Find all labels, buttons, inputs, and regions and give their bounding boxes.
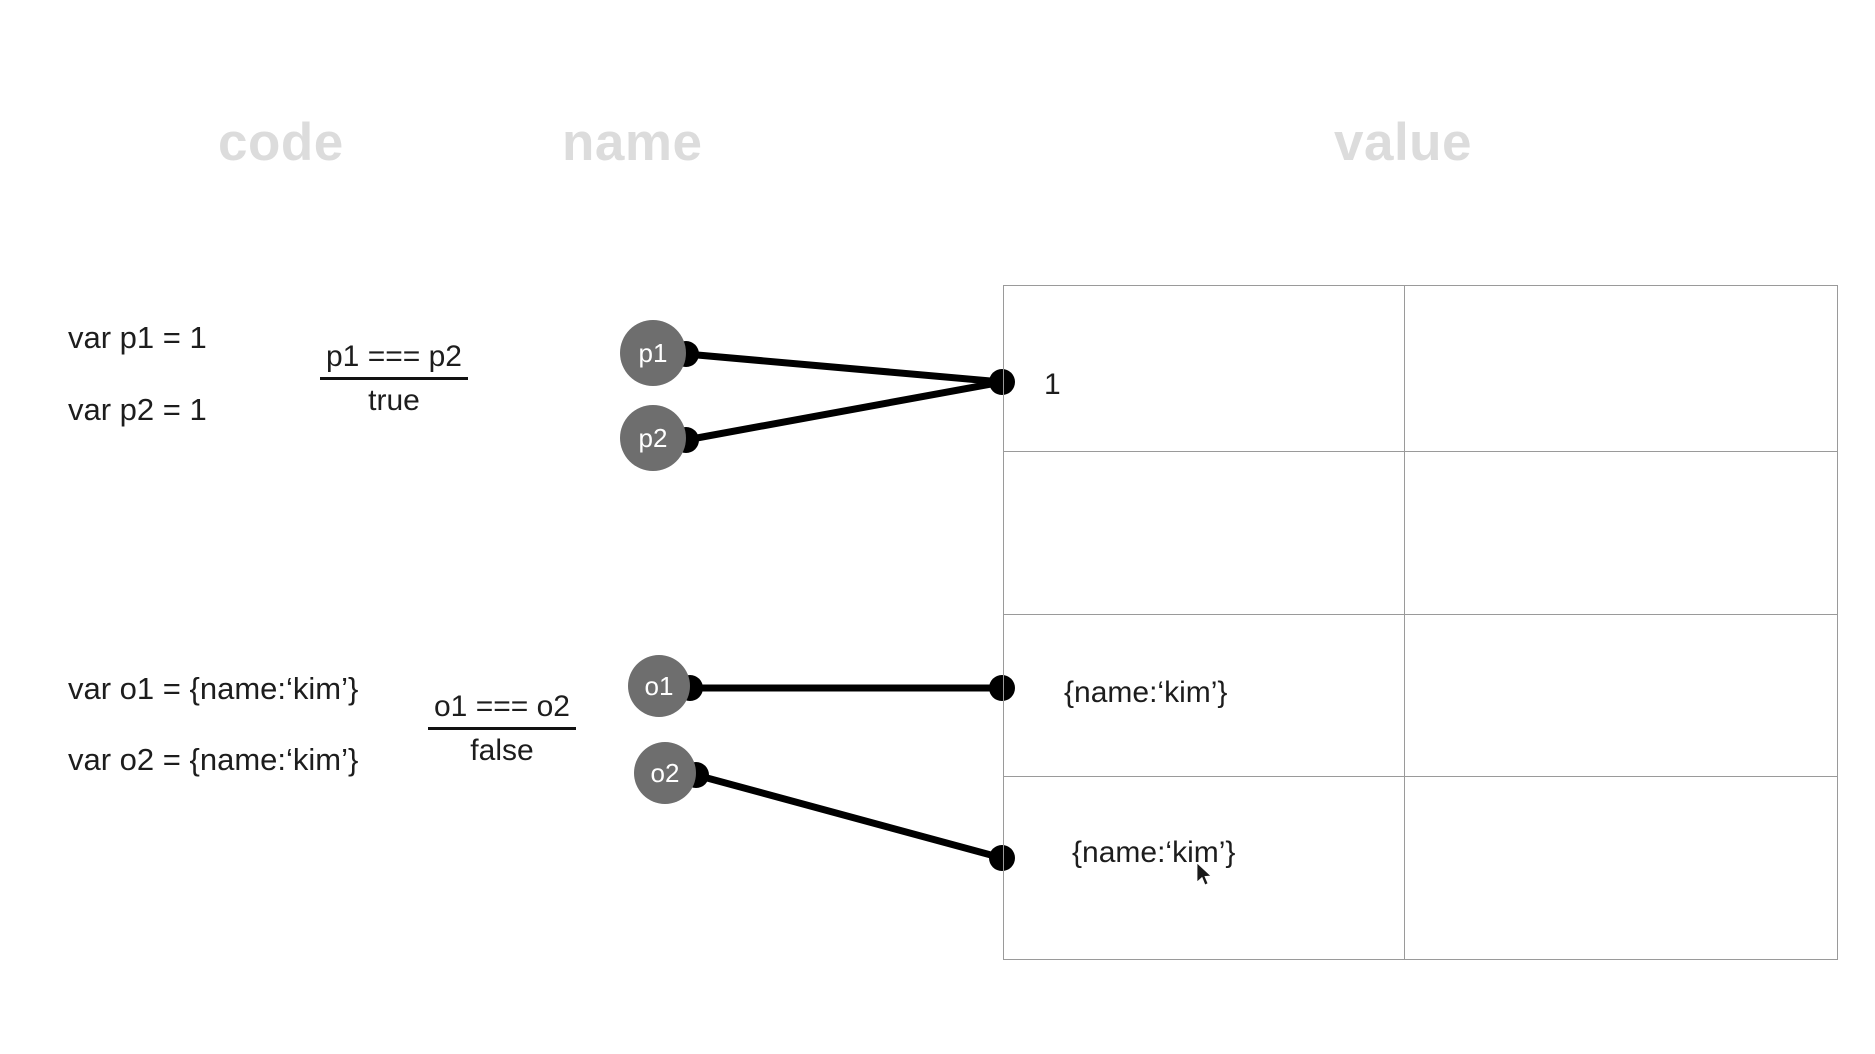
code-line-o1: var o1 = {name:‘kim’} xyxy=(68,671,359,706)
comparison-primitive-expression: p1 === p2 xyxy=(320,340,468,380)
variable-node-o2[interactable]: o2 xyxy=(634,742,696,804)
comparison-primitive: p1 === p2 true xyxy=(320,340,468,418)
variable-node-o1[interactable]: o1 xyxy=(628,655,690,717)
code-line-p1: var p1 = 1 xyxy=(68,320,207,355)
edge-p1-to-row1 xyxy=(682,350,1006,386)
code-line-o2: var o2 = {name:‘kim’} xyxy=(68,742,359,777)
table-cell-row1-value: 1 xyxy=(1044,368,1061,401)
comparison-object: o1 === o2 false xyxy=(428,690,576,768)
table-row-divider-2 xyxy=(1004,614,1837,615)
edge-o2-to-row4 xyxy=(692,771,1006,862)
comparison-object-result: false xyxy=(470,734,534,767)
edge-p2-to-row1 xyxy=(682,378,1006,444)
table-cell-row3-value: {name:‘kim’} xyxy=(1064,676,1228,709)
variable-node-p1[interactable]: p1 xyxy=(620,320,686,386)
value-memory-table: 1 {name:‘kim’} {name:‘kim’} xyxy=(1003,285,1838,960)
column-header-value: value xyxy=(1334,113,1473,172)
column-header-code: code xyxy=(218,113,344,172)
table-row-divider-1 xyxy=(1004,451,1837,452)
column-header-name: name xyxy=(562,113,703,172)
variable-node-p2[interactable]: p2 xyxy=(620,405,686,471)
table-cell-row4-value: {name:‘kim’} xyxy=(1072,836,1236,869)
table-column-divider xyxy=(1404,286,1405,959)
comparison-object-expression: o1 === o2 xyxy=(428,690,576,730)
code-line-p2: var p2 = 1 xyxy=(68,392,207,427)
comparison-primitive-result: true xyxy=(368,384,420,417)
table-row-divider-3 xyxy=(1004,776,1837,777)
